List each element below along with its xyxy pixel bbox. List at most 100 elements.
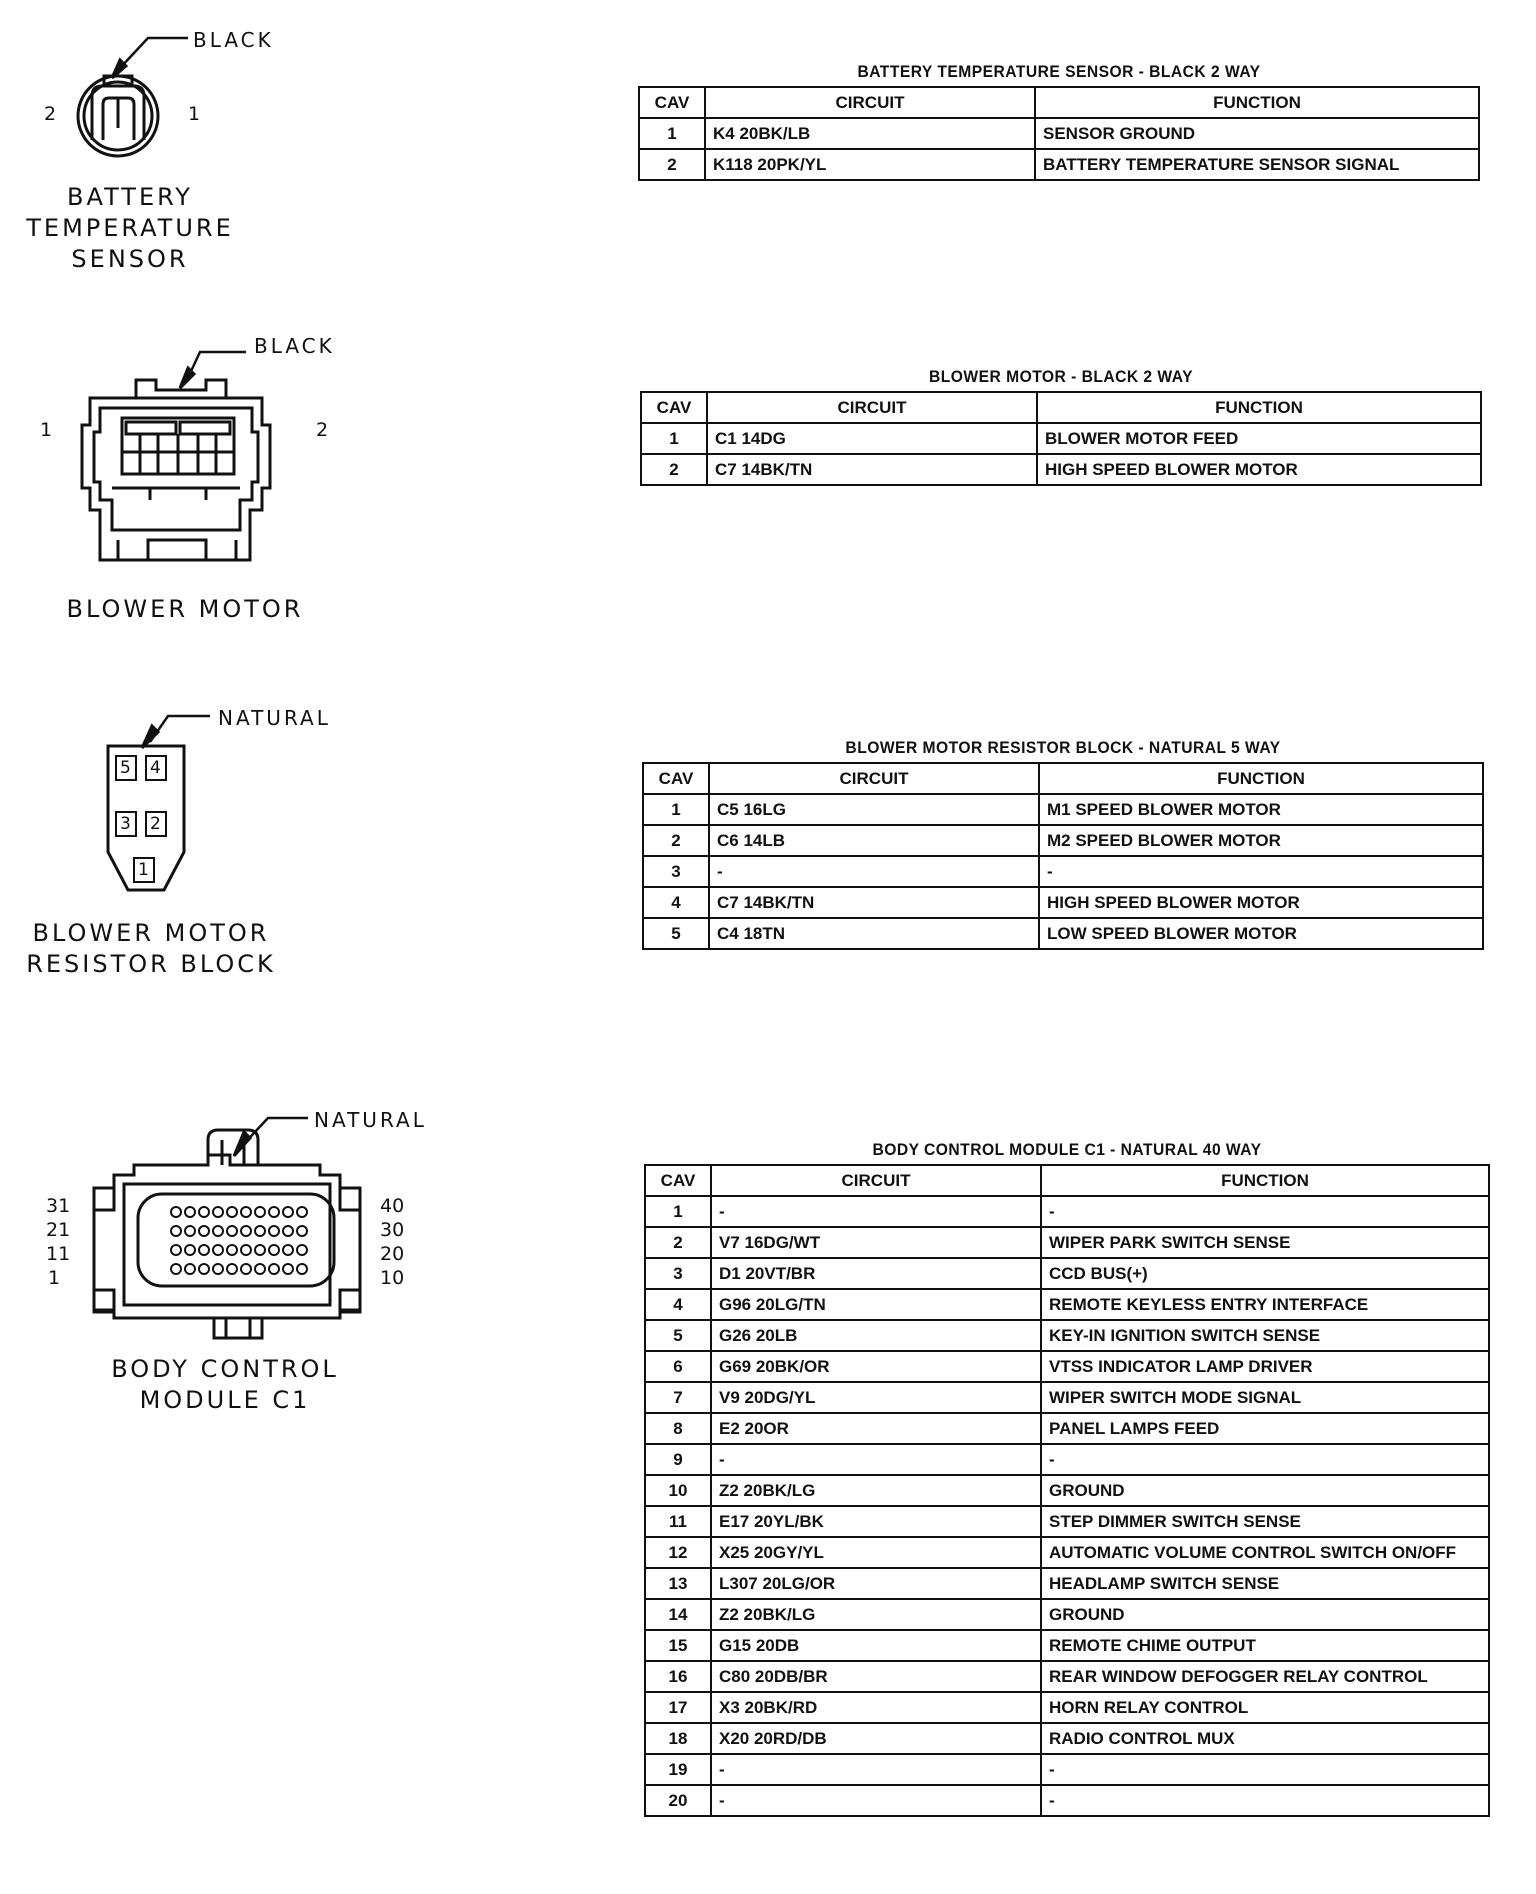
cell-function: KEY-IN IGNITION SWITCH SENSE: [1040, 1319, 1490, 1352]
battery-temperature-sensor-table-block: BATTERY TEMPERATURE SENSOR - BLACK 2 WAY…: [638, 62, 1480, 181]
cell-cav: 3: [642, 855, 710, 888]
battery-sensor-pin-1: 1: [188, 103, 201, 125]
cell-function: -: [1040, 1195, 1490, 1228]
pin-hole: [240, 1263, 252, 1275]
blower-motor-color-tag: BLACK: [254, 334, 335, 358]
cell-circuit: X20 20RD/DB: [710, 1722, 1042, 1755]
blower-motor-drawing: [80, 350, 272, 562]
header-function: FUNCTION: [1036, 391, 1482, 424]
pin-hole: [254, 1244, 266, 1256]
pin-hole: [254, 1225, 266, 1237]
body-control-module-c1-drawing: [92, 1116, 362, 1340]
cell-cav: 5: [644, 1319, 712, 1352]
blower-motor-resistor-block-label: BLOWER MOTOR RESISTOR BLOCK: [26, 919, 276, 978]
cell-function: SENSOR GROUND: [1034, 117, 1480, 150]
body-control-module-c1-table-block: BODY CONTROL MODULE C1 - NATURAL 40 WAY …: [644, 1140, 1490, 1817]
table-row: 19--: [644, 1753, 1490, 1786]
cell-circuit: K4 20BK/LB: [704, 117, 1036, 150]
pin-hole: [282, 1225, 294, 1237]
pin-hole: [268, 1244, 280, 1256]
cell-circuit: Z2 20BK/LG: [710, 1598, 1042, 1631]
blower-motor-table-block: BLOWER MOTOR - BLACK 2 WAY CAV CIRCUIT F…: [640, 367, 1482, 486]
pin-hole: [184, 1206, 196, 1218]
bcm-pin-30: 30: [380, 1219, 405, 1241]
cell-circuit: X3 20BK/RD: [710, 1691, 1042, 1724]
cell-circuit: L307 20LG/OR: [710, 1567, 1042, 1600]
cell-circuit: -: [710, 1195, 1042, 1228]
table-row: 9--: [644, 1443, 1490, 1476]
cell-cav: 13: [644, 1567, 712, 1600]
pin-hole: [198, 1263, 210, 1275]
battery-temperature-sensor-drawing: [76, 36, 188, 158]
cell-circuit: -: [710, 1753, 1042, 1786]
pin-hole: [282, 1206, 294, 1218]
pin-hole: [282, 1244, 294, 1256]
table-title: BODY CONTROL MODULE C1 - NATURAL 40 WAY: [872, 1140, 1262, 1159]
blower-motor-label: BLOWER MOTOR: [66, 595, 304, 623]
cell-circuit: C80 20DB/BR: [710, 1660, 1042, 1693]
cell-cav: 5: [642, 917, 710, 950]
pin-hole: [212, 1244, 224, 1256]
battery-sensor-pin-2: 2: [44, 103, 57, 125]
cell-cav: 17: [644, 1691, 712, 1724]
cell-function: GROUND: [1040, 1598, 1490, 1631]
cell-cav: 8: [644, 1412, 712, 1445]
resistor-pin-5: 5: [120, 758, 131, 778]
bcm-pin-20: 20: [380, 1243, 405, 1265]
blower-motor-resistor-block-drawing: [106, 714, 210, 892]
cell-cav: 18: [644, 1722, 712, 1755]
cell-circuit: -: [710, 1784, 1042, 1817]
resistor-pin-3: 3: [120, 814, 131, 834]
cell-function: WIPER PARK SWITCH SENSE: [1040, 1226, 1490, 1259]
header-cav: CAV: [640, 391, 708, 424]
header-circuit: CIRCUIT: [710, 1164, 1042, 1197]
blower-motor-pin-1: 1: [40, 419, 53, 441]
header-function: FUNCTION: [1040, 1164, 1490, 1197]
cell-cav: 6: [644, 1350, 712, 1383]
cell-circuit: G26 20LB: [710, 1319, 1042, 1352]
pin-hole: [296, 1263, 308, 1275]
header-circuit: CIRCUIT: [708, 762, 1040, 795]
cell-cav: 15: [644, 1629, 712, 1662]
bcm-pin-1: 1: [48, 1267, 61, 1289]
cell-circuit: K118 20PK/YL: [704, 148, 1036, 181]
cell-cav: 1: [640, 422, 708, 455]
cell-function: CCD BUS(+): [1040, 1257, 1490, 1290]
cell-function: HIGH SPEED BLOWER MOTOR: [1036, 453, 1482, 486]
cell-circuit: C5 16LG: [708, 793, 1040, 826]
resistor-pin-1: 1: [138, 860, 149, 880]
blower-motor-resistor-block-table-block: BLOWER MOTOR RESISTOR BLOCK - NATURAL 5 …: [642, 738, 1484, 950]
pin-hole: [296, 1206, 308, 1218]
bcm-color-tag: NATURAL: [314, 1108, 427, 1132]
resistor-pin-2: 2: [150, 814, 161, 834]
cell-function: -: [1040, 1784, 1490, 1817]
cell-cav: 20: [644, 1784, 712, 1817]
header-circuit: CIRCUIT: [706, 391, 1038, 424]
cell-cav: 1: [642, 793, 710, 826]
pin-hole: [198, 1225, 210, 1237]
pin-hole: [184, 1225, 196, 1237]
cell-cav: 7: [644, 1381, 712, 1414]
pin-hole: [226, 1263, 238, 1275]
cell-cav: 2: [640, 453, 708, 486]
cell-function: VTSS INDICATOR LAMP DRIVER: [1040, 1350, 1490, 1383]
cell-function: HIGH SPEED BLOWER MOTOR: [1038, 886, 1484, 919]
pin-hole: [240, 1225, 252, 1237]
cell-circuit: C1 14DG: [706, 422, 1038, 455]
pin-hole: [254, 1263, 266, 1275]
cell-cav: 2: [642, 824, 710, 857]
pin-hole: [184, 1244, 196, 1256]
pin-hole: [282, 1263, 294, 1275]
table-row: 3--: [642, 855, 1484, 888]
table-row: 20--: [644, 1784, 1490, 1817]
